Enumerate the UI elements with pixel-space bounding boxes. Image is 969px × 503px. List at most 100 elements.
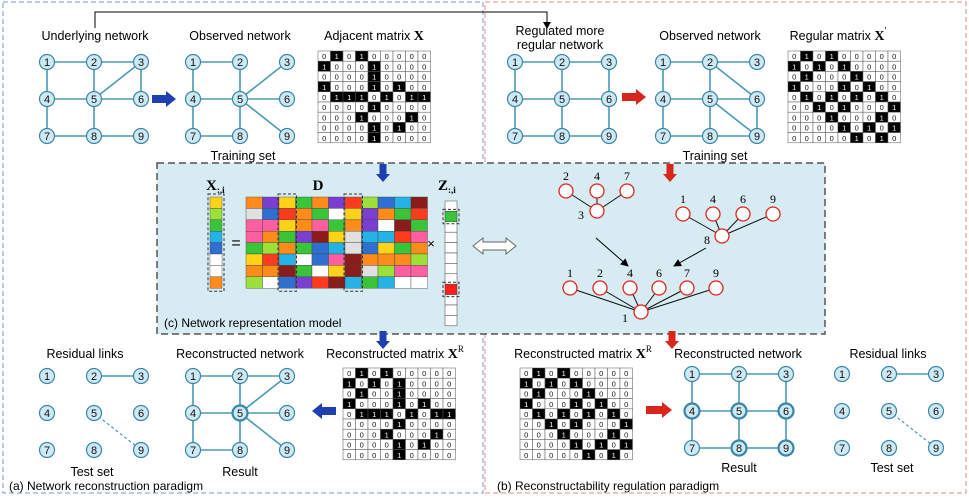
- residual-network-a-node: [38, 441, 56, 459]
- regular-matrix-cell-value: 0: [880, 103, 884, 112]
- regulated-network-title-line2: regular network: [517, 38, 604, 52]
- z-vector-cell: [444, 304, 458, 316]
- adjacent-matrix-cell-value: 0: [385, 113, 389, 122]
- tree-3-leaf-label: 2: [597, 266, 603, 280]
- adjacent-matrix-cell-value: 0: [360, 134, 364, 143]
- d-matrix-cell: [377, 219, 395, 232]
- d-matrix-cell: [344, 196, 362, 209]
- tree-2-leaf-label: 1: [680, 192, 686, 206]
- reconstructed-matrix-a-cell-value: 0: [435, 451, 439, 460]
- reconstructed-matrix-a-cell-value: 0: [422, 410, 426, 419]
- reconstructed-network-a-node-label: 2: [237, 371, 243, 383]
- observed-network-b-node-label: 8: [707, 131, 713, 143]
- d-matrix-cell: [278, 230, 296, 243]
- reconstructed-matrix-a-cell-value: 1: [422, 441, 426, 450]
- reconstructed-network-b-node: [777, 402, 795, 420]
- reconstructed-matrix-a-cell-value: 1: [372, 379, 376, 388]
- reconstructed-network-a-node: [231, 367, 249, 385]
- adjacent-matrix-cell-value: 0: [422, 52, 426, 61]
- z-vector-cell: [444, 283, 458, 295]
- adjacent-matrix-cell-value: 0: [347, 52, 351, 61]
- adjacent-matrix-cell-value: 0: [347, 73, 351, 82]
- regulated-network-node-label: 4: [512, 94, 518, 106]
- regular-matrix-cell-value: 0: [892, 52, 896, 61]
- right-arrow-icon: [622, 89, 646, 105]
- observed-network-b-node-label: 1: [660, 57, 666, 69]
- reconstructed-matrix-a-cell-value: 1: [347, 379, 351, 388]
- reconstructed-matrix-b-cell-value: 0: [624, 390, 628, 399]
- regular-matrix-cell: [887, 132, 901, 144]
- reconstructed-matrix-title-b: Reconstructed matrix XR: [514, 344, 652, 362]
- x-vector-label: X:,i: [206, 178, 225, 195]
- adjacent-matrix-cell-value: 0: [360, 103, 364, 112]
- d-matrix-cell: [394, 253, 412, 266]
- d-matrix-cell: [344, 219, 362, 232]
- observed-network-a-node: [231, 90, 249, 108]
- observed-network-a-edge: [239, 61, 288, 100]
- d-matrix-cell: [394, 196, 412, 209]
- tree-2-leaf-label: 6: [740, 192, 746, 206]
- adjacent-matrix-cell-value: 0: [410, 73, 414, 82]
- d-matrix-cell: [394, 219, 412, 232]
- adjacent-matrix-cell-value: 1: [397, 124, 401, 133]
- adjacent-matrix-cell-value: 1: [372, 124, 376, 133]
- regulated-network-node: [600, 90, 618, 108]
- reconstructed-matrix-b-cell-value: 1: [574, 420, 578, 429]
- d-matrix-cell: [361, 253, 379, 266]
- underlying-network-node-label: 7: [44, 131, 50, 143]
- d-matrix-cell: [311, 208, 329, 220]
- reconstructed-network-b-node-label: 8: [736, 443, 742, 455]
- reconstructed-network-b-node: [777, 365, 795, 383]
- observed-network-title-a: Observed network: [189, 29, 291, 43]
- x-vector-cell: [209, 265, 223, 277]
- underlying-network-node-label: 3: [138, 57, 144, 69]
- reconstructed-matrix-b-cell-value: 1: [537, 390, 541, 399]
- regular-matrix-cell-value: 0: [880, 124, 884, 133]
- d-matrix-cell: [328, 208, 346, 220]
- regulated-network-node: [553, 90, 571, 108]
- d-matrix-cell: [377, 242, 395, 255]
- residual-network-a-node: [132, 404, 150, 422]
- tree-3-root-label: 1: [622, 311, 628, 325]
- observed-network-b-node-label: 5: [707, 94, 713, 106]
- reconstructed-matrix-a-cell-value: 1: [435, 430, 439, 439]
- reconstructed-network-b-node: [683, 365, 701, 383]
- reconstructed-matrix-b-cell-value: 1: [549, 379, 553, 388]
- z-vector-cell: [444, 315, 458, 327]
- residual-network-a-node-label: 2: [91, 371, 97, 383]
- d-matrix-cell: [328, 242, 346, 255]
- reconstructed-matrix-a-cell-value: 0: [347, 451, 351, 460]
- regular-matrix-cell-value: 0: [892, 134, 896, 143]
- right-arrow-icon: [646, 402, 672, 418]
- underlying-network-node-label: 4: [44, 94, 50, 106]
- d-matrix-cell: [410, 242, 428, 255]
- residual-network-a-node-label: 3: [138, 371, 144, 383]
- reconstructed-matrix-a-cell-value: 0: [347, 410, 351, 419]
- down-arrow-icon: [376, 331, 390, 349]
- residual-network-b-node-label: 3: [933, 369, 939, 381]
- tree-3-leaf-node: [562, 280, 578, 296]
- adjacent-matrix-cell-value: 0: [410, 124, 414, 133]
- adjacent-matrix-cell-value: 0: [322, 124, 326, 133]
- reconstructed-matrix-b-cell-value: 1: [537, 369, 541, 378]
- regular-matrix-cell-value: 0: [855, 83, 859, 92]
- reconstructed-matrix-a-cell-value: 0: [435, 441, 439, 450]
- observed-network-a-node-label: 3: [284, 57, 290, 69]
- reconstructed-matrix-a-cell-value: 0: [397, 410, 401, 419]
- d-matrix-cell: [311, 265, 329, 277]
- tree-3-leaf-node: [651, 280, 667, 296]
- reconstructed-matrix-b-cell-value: 0: [549, 400, 553, 409]
- tree-1-leaf-label: 2: [563, 169, 569, 183]
- d-matrix-cell: [394, 265, 412, 277]
- reconstructed-matrix-a-cell-value: 0: [447, 379, 451, 388]
- tree-3-leaf-node: [592, 280, 608, 296]
- regular-matrix-cell-value: 1: [855, 134, 859, 143]
- reconstructed-matrix-b-cell-value: 1: [587, 390, 591, 399]
- regular-matrix-cell-value: 0: [842, 52, 846, 61]
- reconstructed-network-a-node-label: 9: [284, 445, 290, 457]
- regulated-network-node-label: 9: [606, 131, 612, 143]
- observed-network-b-node: [701, 127, 719, 145]
- z-vector-label: Z:,i: [438, 178, 456, 195]
- tree-3-root-node: [633, 304, 649, 320]
